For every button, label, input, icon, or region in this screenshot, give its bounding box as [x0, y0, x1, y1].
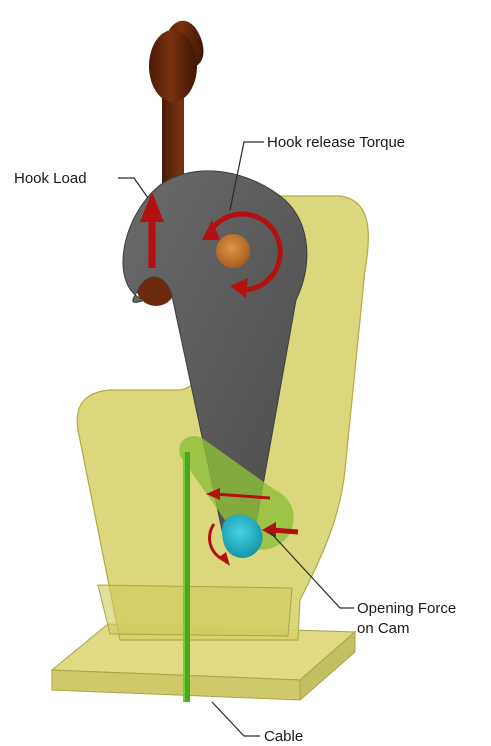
opening-force-label-line2: on Cam [357, 620, 410, 637]
cable [183, 452, 190, 702]
hook-release-torque-label: Hook release Torque [267, 134, 405, 151]
hook-load-leader [118, 178, 148, 198]
opening-force-label: Opening Force [357, 600, 456, 617]
cable-leader [212, 702, 260, 736]
cable-label: Cable [264, 728, 303, 745]
pivot-pin [216, 234, 250, 268]
hook-load-label: Hook Load [14, 170, 87, 187]
